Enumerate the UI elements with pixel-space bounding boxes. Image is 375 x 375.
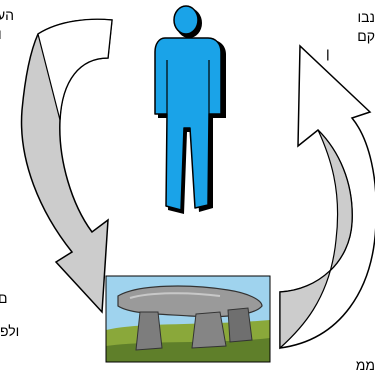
top-right-text-line3: ן (326, 44, 346, 63)
top-right-text-line1: נבו (326, 8, 375, 27)
top-left-text-line2: ו (0, 25, 14, 44)
dolmen-stone-icon (106, 276, 270, 362)
bottom-left-text-line2: ולפ (0, 322, 66, 341)
cycle-diagram: הע ו נבו קם ן ם ולפ ממ (0, 0, 375, 367)
curved-arrow-up-icon (280, 46, 375, 348)
person-icon (155, 6, 226, 214)
bottom-left-text-line1: ם (0, 289, 14, 308)
curved-arrow-down-icon (22, 19, 112, 312)
bottom-right-text-line1: ממ (340, 356, 375, 375)
top-left-text-line1: הע (0, 6, 14, 25)
